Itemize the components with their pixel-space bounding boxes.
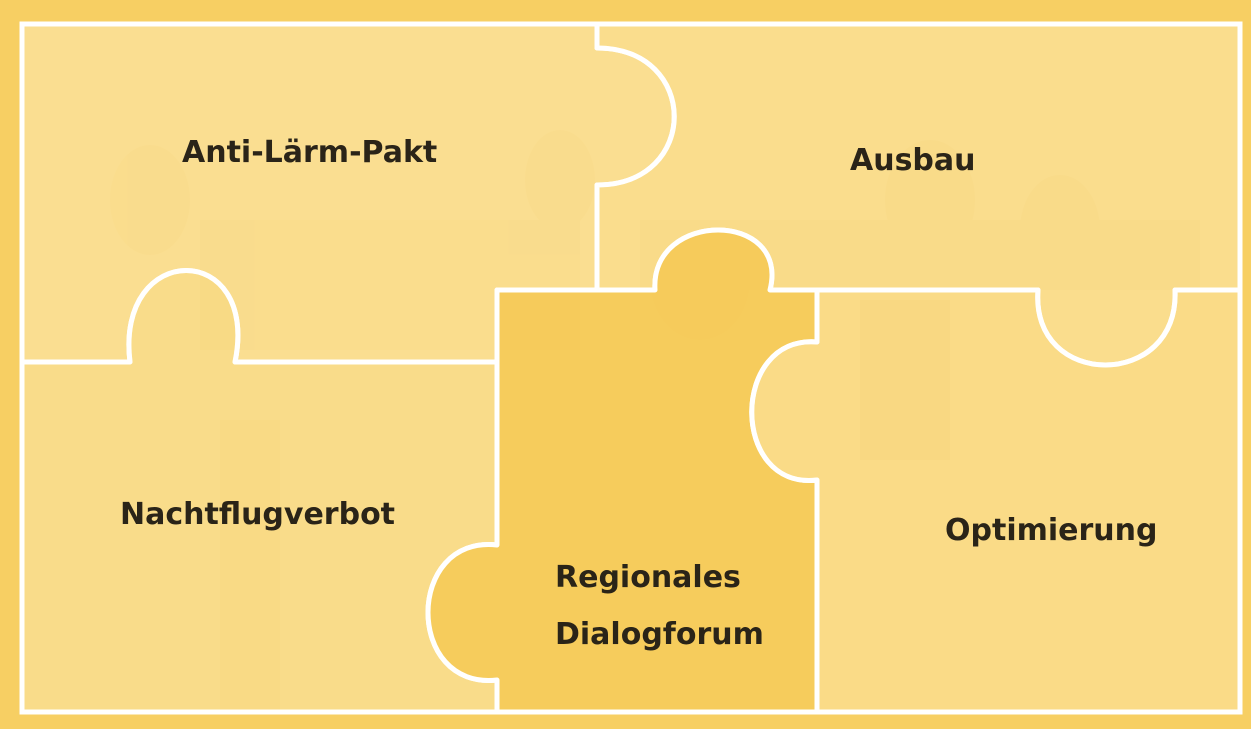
label-regionales: Regionales <box>555 560 741 595</box>
label-optimierung: Optimierung <box>945 513 1157 548</box>
label-ausbau: Ausbau <box>850 143 976 178</box>
label-dialogforum: Dialogforum <box>555 617 764 652</box>
label-nachtflugverbot: Nachtflugverbot <box>120 497 395 532</box>
piece-optimierung <box>749 287 1243 715</box>
label-anti-laerm-pakt: Anti-Lärm-Pakt <box>182 135 437 170</box>
frame <box>19 21 1243 715</box>
